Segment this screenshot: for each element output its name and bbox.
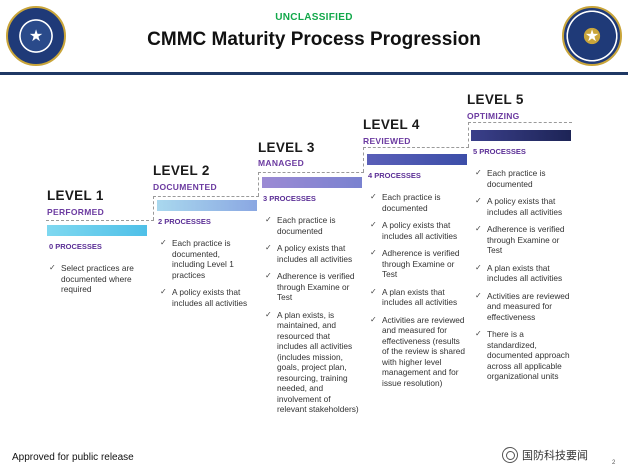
- watermark-text: 国防科技要闻: [522, 449, 588, 462]
- level-3-heading: LEVEL 3: [258, 140, 315, 155]
- check-icon: ✓: [265, 215, 272, 224]
- level-2-list: ✓Each practice is documented, including …: [160, 238, 255, 315]
- page-number: 2: [612, 460, 616, 466]
- check-icon: ✓: [370, 248, 377, 257]
- level-4-subtitle: REVIEWED: [363, 136, 411, 146]
- level-2-heading: LEVEL 2: [153, 163, 210, 178]
- step-line: [258, 172, 259, 196]
- step-line: [153, 196, 259, 197]
- list-item: ✓Each practice is documented: [265, 215, 336, 236]
- level-3-processes: 3 PROCESSES: [263, 194, 316, 203]
- list-item: ✓Each practice is documented: [475, 168, 546, 189]
- list-item: ✓Activities are reviewed and measured fo…: [475, 290, 570, 322]
- list-item: ✓A policy exists that includes all activ…: [160, 287, 248, 308]
- list-item: ✓Each practice is documented, including …: [160, 238, 234, 280]
- level-2-subtitle: DOCUMENTED: [153, 182, 217, 192]
- list-item: ✓A policy exists that includes all activ…: [370, 220, 458, 241]
- list-item: ✓Adherence is verified through Examine o…: [475, 224, 565, 255]
- classification-label: UNCLASSIFIED: [275, 12, 353, 23]
- step-line: [363, 147, 364, 172]
- list-item: ✓Activities are reviewed and measured fo…: [370, 314, 466, 388]
- check-icon: ✓: [265, 243, 272, 252]
- list-item: ✓A plan exists that includes all activit…: [370, 286, 458, 308]
- check-icon: ✓: [475, 196, 482, 205]
- wechat-icon: [502, 447, 518, 463]
- list-item: ✓A policy exists that includes all activ…: [265, 243, 353, 264]
- step-line: [46, 220, 154, 221]
- level-2-processes: 2 PROCESSES: [158, 217, 211, 226]
- check-icon: ✓: [160, 287, 167, 296]
- check-icon: ✓: [370, 314, 377, 324]
- list-item: ✓Select practices are documented where r…: [49, 263, 134, 294]
- check-icon: ✓: [370, 220, 377, 229]
- check-icon: ✓: [475, 168, 482, 177]
- level-1-processes: 0 PROCESSES: [49, 242, 102, 251]
- check-icon: ✓: [475, 329, 482, 338]
- step-line: [153, 196, 154, 220]
- level-1-subtitle: PERFORMED: [47, 207, 105, 217]
- header-divider: [0, 72, 628, 75]
- watermark: 国防科技要闻: [498, 444, 592, 466]
- release-statement: Approved for public release: [12, 452, 134, 463]
- step-line: [468, 122, 572, 123]
- check-icon: ✓: [370, 192, 377, 201]
- level-4-heading: LEVEL 4: [363, 117, 420, 132]
- check-icon: ✓: [475, 262, 482, 272]
- level-4-processes: 4 PROCESSES: [368, 171, 421, 180]
- slide-header: ★ UNCLASSIFIED CMMC Maturity Process Pro…: [0, 0, 628, 72]
- list-item: ✓A plan exists that includes all activit…: [475, 262, 563, 284]
- level-3-list: ✓Each practice is documented ✓A policy e…: [265, 215, 361, 422]
- seal-icon: ★: [6, 6, 66, 66]
- level-3-subtitle: MANAGED: [258, 158, 305, 168]
- level-4-bar: [367, 154, 467, 165]
- slide-title: CMMC Maturity Process Progression: [147, 29, 481, 50]
- level-5-list: ✓Each practice is documented ✓A policy e…: [475, 168, 571, 389]
- list-item: ✓Adherence is verified through Examine o…: [370, 248, 460, 279]
- check-icon: ✓: [475, 290, 482, 300]
- check-icon: ✓: [265, 309, 272, 319]
- list-item: ✓A plan exists, is maintained, and resou…: [265, 309, 359, 415]
- list-item: ✓Adherence is verified through Examine o…: [265, 271, 355, 302]
- list-item: ✓There is a standardized, documented app…: [475, 329, 570, 381]
- check-icon: ✓: [160, 238, 167, 247]
- check-icon: ✓: [265, 271, 272, 280]
- level-5-subtitle: OPTIMIZING: [467, 111, 520, 121]
- check-icon: ✓: [49, 263, 56, 272]
- dod-seal-icon: ★: [562, 6, 622, 66]
- check-icon: ✓: [370, 286, 377, 296]
- level-1-heading: LEVEL 1: [47, 188, 104, 203]
- step-line: [363, 147, 469, 148]
- level-2-bar: [157, 200, 257, 211]
- list-item: ✓Each practice is documented: [370, 192, 441, 213]
- level-4-list: ✓Each practice is documented ✓A policy e…: [370, 192, 466, 395]
- check-icon: ✓: [475, 224, 482, 233]
- level-3-bar: [262, 177, 362, 188]
- level-1-bar: [47, 225, 147, 236]
- step-line: [258, 172, 364, 173]
- level-5-heading: LEVEL 5: [467, 92, 524, 107]
- level-5-bar: [471, 130, 571, 141]
- level-1-list: ✓Select practices are documented where r…: [49, 263, 149, 302]
- step-line: [468, 122, 469, 147]
- list-item: ✓A policy exists that includes all activ…: [475, 196, 563, 217]
- level-5-processes: 5 PROCESSES: [473, 147, 526, 156]
